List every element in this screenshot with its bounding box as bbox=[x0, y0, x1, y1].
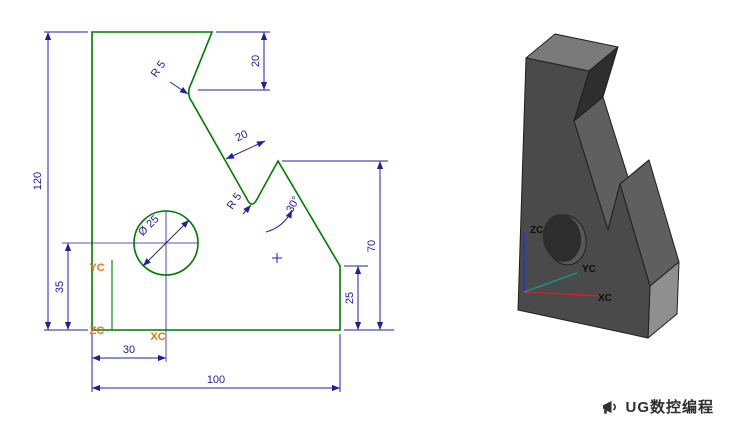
dim-right-edge: 25 bbox=[344, 292, 356, 304]
leader-line-fillet-lower bbox=[242, 204, 252, 215]
sketch-zc-label: ZC bbox=[90, 325, 105, 337]
model-hole-dark bbox=[542, 214, 582, 262]
dim-hole-offset-y: 35 bbox=[54, 281, 66, 293]
dim-band-width: 20 bbox=[234, 128, 250, 144]
dim-hole-diameter: Ø 25 bbox=[136, 213, 161, 238]
dim-overall-height: 120 bbox=[32, 172, 44, 190]
dimension-lines bbox=[44, 31, 394, 392]
model-front-face bbox=[517, 57, 651, 339]
watermark-text: UG数控编程 bbox=[625, 399, 714, 416]
model-yc-label: YC bbox=[582, 264, 596, 275]
sketch-yc-label: YC bbox=[89, 262, 104, 274]
dim-peak-height: 70 bbox=[366, 240, 378, 252]
model-3d: ZC YC XC bbox=[517, 33, 680, 339]
dim-fillet-upper: R 5 bbox=[149, 59, 169, 80]
model-y-axis bbox=[523, 272, 578, 293]
megaphone-icon bbox=[603, 400, 617, 414]
drawing-2d: 120 100 30 35 25 70 20 20 R 5 R 5 30° Ø … bbox=[32, 31, 394, 392]
dim-fillet-lower: R 5 bbox=[225, 191, 245, 212]
dim-overall-width: 100 bbox=[207, 374, 225, 386]
part-profile-outline bbox=[91, 31, 341, 331]
dim-hole-offset-x: 30 bbox=[123, 344, 135, 356]
model-x-axis bbox=[523, 291, 602, 297]
profile-group bbox=[91, 31, 341, 331]
model-zc-label: ZC bbox=[530, 225, 543, 236]
leader-line-fillet-upper bbox=[169, 81, 189, 95]
sketch-axis-labels: YC ZC XC bbox=[89, 262, 165, 343]
dimension-line-20-band bbox=[225, 140, 266, 160]
dimension-labels: 120 100 30 35 25 70 20 20 R 5 R 5 30° Ø … bbox=[32, 55, 378, 386]
model-xc-label: XC bbox=[598, 293, 612, 304]
watermark: UG数控编程 bbox=[601, 396, 714, 417]
dim-top-notch-depth: 20 bbox=[250, 55, 262, 67]
sketch-xc-label: XC bbox=[150, 331, 165, 343]
angle-arc bbox=[265, 209, 293, 233]
